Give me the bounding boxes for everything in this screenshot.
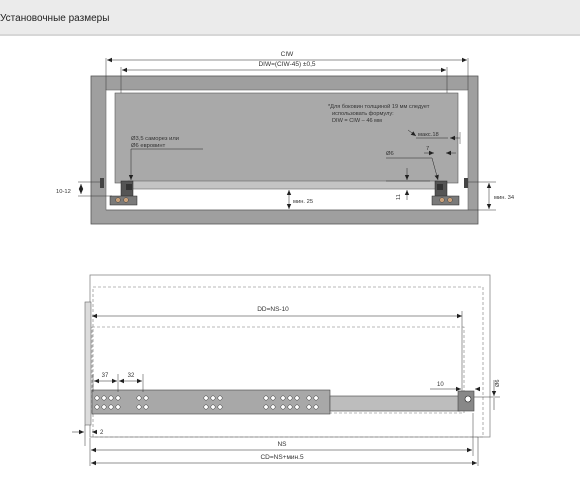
d6-side-label: Ø6 — [495, 380, 501, 387]
min25-label: мин. 25 — [293, 199, 313, 205]
screw-label-2: Ø6 евровинт — [131, 143, 166, 149]
drawer-bottom-rail — [127, 180, 439, 190]
ciw-label: CIW — [281, 51, 295, 58]
d32-label: 32 — [128, 373, 135, 379]
h1012-label: 10-12 — [56, 189, 71, 195]
screw-label-1: Ø3,5 саморез или — [131, 136, 179, 142]
note-line-2: использовать формулу: — [332, 111, 394, 117]
runner-extension — [329, 395, 461, 412]
d2-label: 2 — [100, 430, 104, 436]
front-panel — [84, 301, 92, 426]
runner-holes — [94, 395, 319, 410]
runner-rail — [91, 389, 331, 415]
min34-label: мин. 34 — [494, 195, 515, 201]
drawer-dashed-outline — [91, 326, 465, 414]
side-view: DD=NS-10 37 32 — [72, 274, 501, 466]
ns-label: NS — [277, 441, 287, 448]
d37-label: 37 — [102, 373, 109, 379]
header-bar: Установочные размеры — [0, 0, 580, 34]
header-divider — [0, 34, 580, 36]
note-line-3: DIW = CIW – 46 мм — [332, 118, 382, 124]
drawer-panel — [114, 92, 459, 184]
cd-label: CD=NS+мин.5 — [260, 454, 304, 461]
left-runner — [100, 178, 138, 206]
seven-label: 7 — [426, 146, 429, 152]
right-runner — [431, 178, 468, 206]
front-view: CIW DIW=(CIW-45) ±0,5 *Для боковин толщи… — [56, 51, 515, 225]
eleven-label: 11 — [396, 194, 402, 200]
cabinet-dashed-outline — [92, 286, 484, 438]
note-line-1: *Для боковин толщиной 19 мм следует — [328, 103, 430, 110]
max18-label: макс.18 — [418, 132, 439, 138]
page-title: Установочные размеры — [0, 13, 110, 24]
dd-label: DD=NS-10 — [257, 306, 289, 313]
d6-label: Ø6 — [386, 151, 394, 157]
diw-label: DIW=(CIW-45) ±0,5 — [258, 61, 315, 68]
d10-label: 10 — [437, 382, 444, 388]
